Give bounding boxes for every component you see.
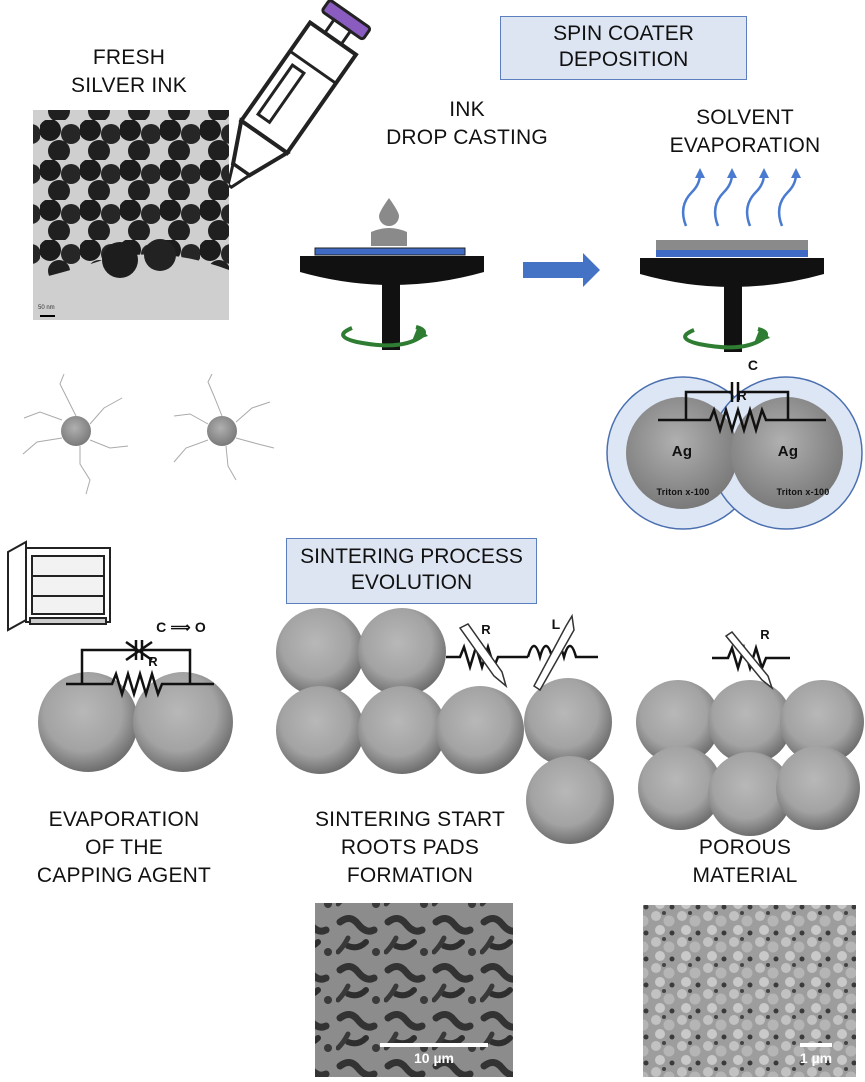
triton-label-left: Triton x-100 [656, 487, 710, 497]
ag-shell-pair [606, 376, 863, 530]
process-arrow [523, 253, 600, 287]
rc-circuit-top [658, 382, 826, 435]
drop-casting-label: INK DROP CASTING [386, 98, 548, 149]
resistor-r-label-porous: R [760, 627, 770, 642]
evaporation-capping-label: EVAPORATION OF THE CAPPING AGENT [36, 808, 212, 887]
capped-nanoparticles [22, 373, 275, 495]
spin-coater-box: SPIN COATER DEPOSITION [500, 16, 747, 80]
vapor-arrows [681, 173, 798, 227]
solvent-evaporation-label: SOLVENT EVAPORATION [669, 106, 821, 157]
ink-drop [379, 198, 399, 226]
resistor-r-label-top: R [737, 388, 747, 403]
sem-image-porous [643, 905, 856, 1077]
fresh-ink-label: FRESH SILVER INK [71, 46, 187, 97]
spin-coater-right [640, 240, 824, 352]
porous-arrow [724, 630, 774, 691]
ag-label-left: Ag [671, 443, 693, 460]
sem-scale-label-roots: 10 µm [414, 1050, 454, 1066]
ag-label-right: Ag [777, 443, 799, 460]
rc-circuit-capping [66, 640, 214, 699]
sintering-box: SINTERING PROCESS EVOLUTION [286, 538, 537, 604]
oven-icon [7, 540, 111, 632]
sem-image-roots [315, 903, 513, 1077]
sintering-arrows [458, 613, 575, 692]
resistor-r-label-sinter: R [481, 622, 491, 637]
sem-scale-label-porous: 1 µm [799, 1050, 833, 1066]
sintering-particles [276, 608, 614, 844]
spin-coater-left [300, 228, 484, 350]
pipette [226, 0, 372, 189]
porous-material-label: POROUS MATERIAL [692, 836, 798, 887]
tem-scale-label: 50 nm [38, 305, 55, 311]
tem-image [33, 110, 229, 320]
inductor-l-label: L [551, 616, 561, 632]
c-to-o-label: C ⟹ O [156, 619, 206, 635]
porous-particles [636, 680, 864, 836]
triton-label-right: Triton x-100 [776, 487, 830, 497]
capacitor-c-label: C [747, 357, 759, 373]
sintering-start-label: SINTERING START ROOTS PADS FORMATION [314, 808, 506, 887]
rl-circuit-sintering [446, 642, 598, 672]
resistor-r-label-capping: R [148, 654, 158, 669]
